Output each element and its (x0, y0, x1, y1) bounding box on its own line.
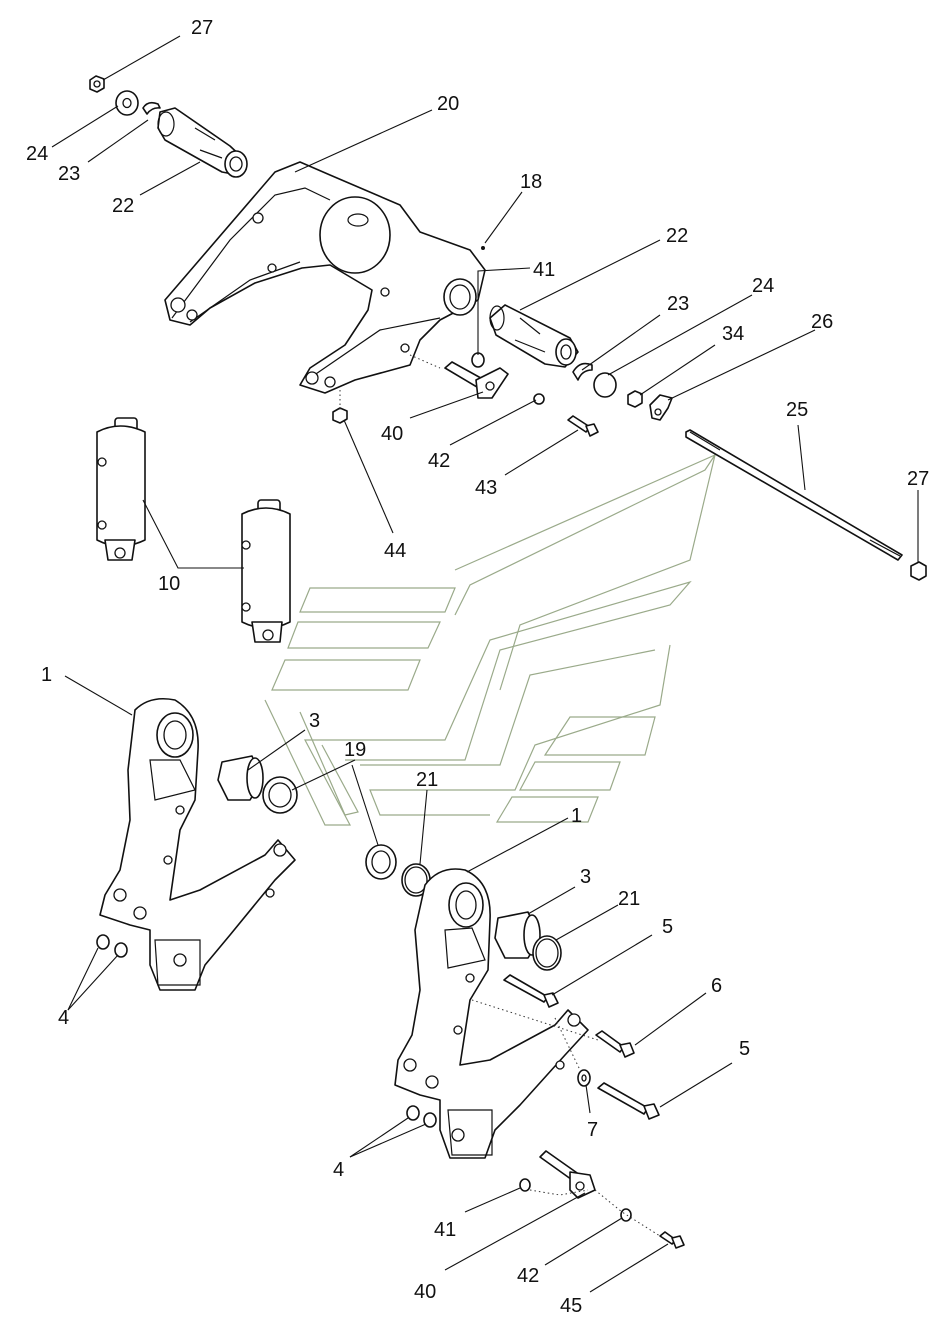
callout-1-right: 1 (571, 805, 582, 827)
part-27-nut-right (910, 561, 927, 581)
part-45-bolt (659, 1231, 685, 1249)
callout-20: 20 (437, 93, 459, 115)
part-10-cylinder-right (241, 499, 291, 643)
callout-40-top: 40 (381, 423, 403, 445)
part-4-bushings-right (406, 1105, 437, 1128)
callout-4-left: 4 (58, 1007, 69, 1029)
part-34-nut (627, 390, 643, 408)
callout-24-top: 24 (26, 143, 48, 165)
part-23-ring-top (142, 101, 161, 115)
callout-21-right: 21 (618, 888, 640, 910)
callout-19: 19 (344, 739, 366, 761)
part-3-bushing-left (217, 755, 264, 801)
callout-22-top: 22 (112, 195, 134, 217)
part-1-link-right (394, 868, 589, 1159)
callout-6: 6 (711, 975, 722, 997)
part-41-bushing-bottom (519, 1178, 531, 1192)
leader-lines (51, 35, 919, 1293)
part-19-seal-center (365, 844, 397, 880)
callout-43: 43 (475, 477, 497, 499)
part-42-washer-mid (533, 393, 545, 405)
callout-18: 18 (520, 171, 542, 193)
part-25-rod (685, 429, 903, 561)
part-42-washer-bottom (620, 1208, 632, 1222)
callout-42-top: 42 (428, 450, 450, 472)
part-7-washer (577, 1069, 591, 1087)
callout-7: 7 (587, 1119, 598, 1141)
callout-22-mid: 22 (666, 225, 688, 247)
callout-41-top: 41 (533, 259, 555, 281)
callout-24-mid: 24 (752, 275, 774, 297)
part-22-pin-top (157, 107, 248, 178)
callout-25: 25 (786, 399, 808, 421)
callout-27-top: 27 (191, 17, 213, 39)
part-26-clip (649, 394, 673, 421)
callout-5-upper: 5 (662, 916, 673, 938)
callout-41-bottom: 41 (434, 1219, 456, 1241)
callout-44: 44 (384, 540, 406, 562)
callout-10: 10 (158, 573, 180, 595)
callout-26: 26 (811, 311, 833, 333)
part-20-rocker-arm (164, 161, 486, 394)
callout-34: 34 (722, 323, 744, 345)
callout-21-center: 21 (416, 769, 438, 791)
part-5-bolt-lower (597, 1082, 660, 1120)
part-1-link-left (99, 697, 296, 991)
callout-1-left: 1 (41, 664, 52, 686)
callout-3-left: 3 (309, 710, 320, 732)
part-40-pin-bottom (539, 1150, 596, 1199)
callout-labels: 27 20 24 23 22 18 22 41 23 24 34 26 25 4… (26, 17, 929, 1317)
callout-5-lower: 5 (739, 1038, 750, 1060)
watermark-logo (264, 453, 717, 826)
callout-4-right: 4 (333, 1159, 344, 1181)
part-27-nut-top (89, 75, 105, 93)
callout-40-bottom: 40 (414, 1281, 436, 1303)
part-24-washer-top (115, 90, 139, 116)
part-19-seal-left (262, 776, 298, 814)
callout-23-top: 23 (58, 163, 80, 185)
callout-3-right: 3 (580, 866, 591, 888)
part-24-washer-mid (593, 372, 617, 398)
part-22-pin-mid (489, 304, 579, 368)
part-40-pin-top (444, 361, 509, 399)
callout-27-right: 27 (907, 468, 929, 490)
callout-45: 45 (560, 1295, 582, 1317)
part-21-oring-right (532, 935, 562, 971)
part-6-bolt (595, 1030, 635, 1058)
callout-42-bottom: 42 (517, 1265, 539, 1287)
part-5-bolt-upper (503, 974, 559, 1008)
part-10-cylinder-left (96, 417, 146, 561)
callout-23-mid: 23 (667, 293, 689, 315)
part-43-bolt (567, 415, 599, 437)
assembly-dotted-lines (339, 354, 661, 1237)
part-4-bushings-left (96, 934, 128, 958)
part-41-bushing-top (471, 352, 485, 368)
part-23-ring-mid (572, 362, 593, 381)
